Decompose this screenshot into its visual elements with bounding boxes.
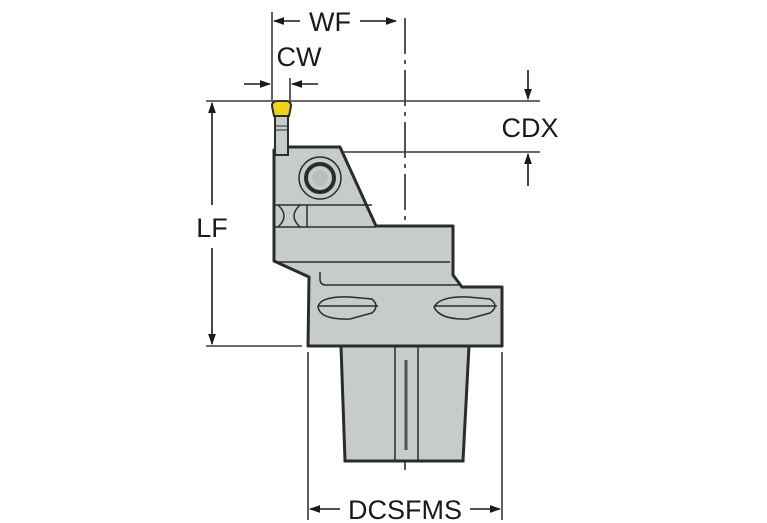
coupling-slot-left [317, 296, 378, 320]
label-lf: LF [196, 213, 228, 243]
cutting-blade [274, 114, 289, 156]
dimension-cw: CW [244, 42, 322, 88]
cutting-insert [270, 100, 293, 117]
label-cdx: CDX [501, 113, 558, 143]
label-dcsfms: DCSFMS [348, 495, 462, 523]
shank [339, 344, 471, 463]
coupling-slot-right [433, 296, 497, 320]
label-wf: WF [309, 7, 351, 37]
dimension-wf: WF [272, 7, 398, 37]
dimension-lf: LF [196, 101, 228, 346]
clamp-screw [298, 156, 342, 200]
dimension-dcsfms: DCSFMS [308, 495, 502, 523]
extension-lines [206, 12, 540, 520]
dimension-cdx: CDX [501, 70, 559, 186]
label-cw: CW [277, 42, 322, 72]
